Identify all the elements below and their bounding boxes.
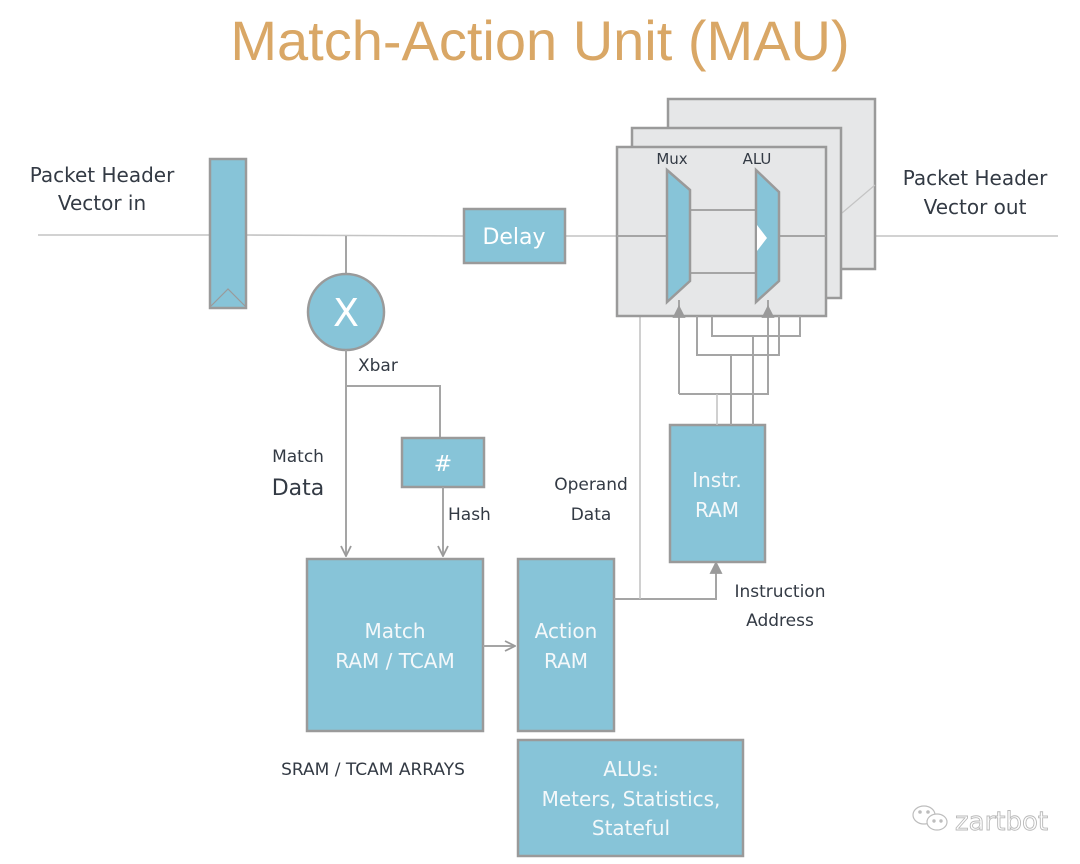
mux-label: Mux [656,150,687,168]
match-data-label-line2: Data [272,476,325,501]
phv-in-label-line2: Vector in [58,191,146,215]
page-title: Match-Action Unit (MAU) [230,9,849,72]
watermark: zartbot [912,805,1049,837]
hash-block: # [400,436,486,489]
stage-card-front [615,145,828,318]
hash-symbol: # [434,452,452,477]
hash-label: Hash [448,505,491,525]
alu-arrow-icon [757,225,767,251]
alus-label-line2: Meters, Statistics, [542,787,721,811]
alu [754,167,781,305]
instruction-address-wire [614,560,723,600]
xbar-label: Xbar [358,356,398,376]
xbar-to-hash-wire [346,385,441,438]
alu-label: ALU [743,150,772,168]
sram-tcam-arrays-label: SRAM / TCAM ARRAYS [281,760,465,780]
alus-label-line3: Stateful [592,816,670,840]
mux [665,167,692,305]
action-ram-label-line2: RAM [544,649,588,673]
instr-ram-block: Instr. RAM [668,423,767,564]
alu-op-wire [679,304,775,395]
instr-ram-label-line2: RAM [695,498,739,522]
instruction-address-label-line1: Instruction [735,582,826,602]
watermark-text: zartbot [955,807,1048,837]
phv-in-label-line1: Packet Header [30,163,175,187]
operand-data-label-line1: Operand [554,475,628,495]
phv-out-label-line2: Vector out [924,195,1027,219]
alus-label-line1: ALUs: [603,757,659,781]
action-ram-label-line1: Action [535,619,598,643]
stage-ctrl-loop-2 [711,316,801,337]
wechat-icon [912,805,948,831]
operand-data-label-line2: Data [571,505,612,525]
match-ram-label-line2: RAM / TCAM [335,649,454,673]
delay-block: Delay [462,207,567,265]
phv-wire-to-delay [245,234,465,237]
match-ram-label-line1: Match [364,619,425,643]
match-ram-tcam-block: Match RAM / TCAM [305,557,485,733]
match-data-label-line1: Match [272,447,324,467]
action-ram-block: Action RAM [516,557,616,733]
input-register [208,157,248,310]
phv-out-label-line1: Packet Header [903,166,1048,190]
alus-block: ALUs: Meters, Statistics, Stateful [516,738,745,858]
delay-label: Delay [482,225,545,250]
crossbar-symbol: X [333,291,359,335]
instr-ram-label-line1: Instr. [692,468,742,492]
crossbar: X [306,272,386,352]
operand-data-wire [639,265,668,599]
instruction-address-label-line2: Address [746,611,814,631]
